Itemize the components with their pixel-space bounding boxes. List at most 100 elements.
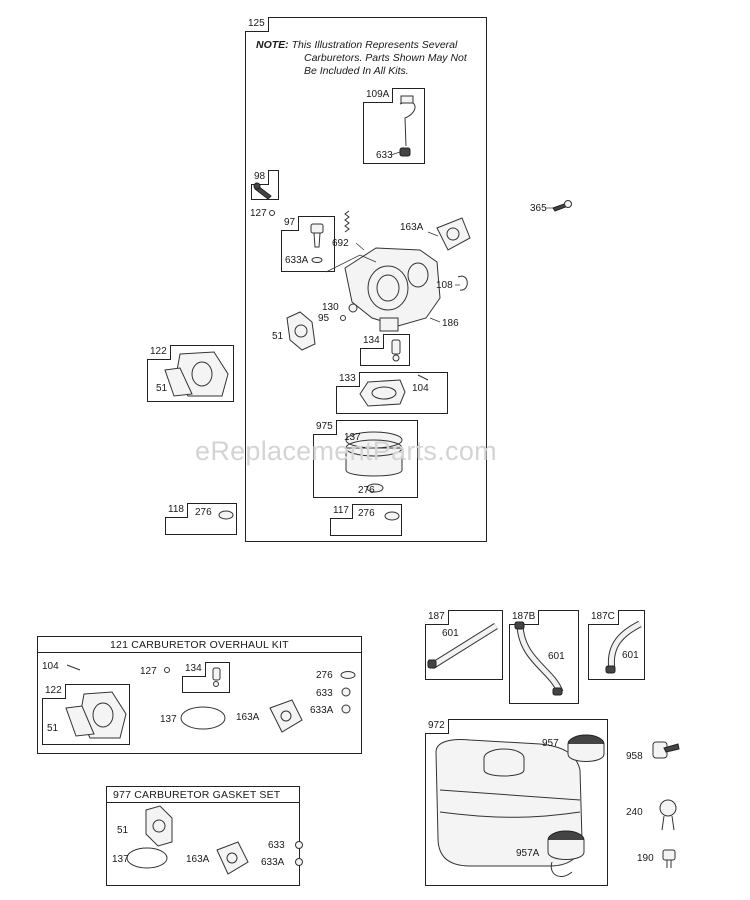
bolt-190-icon [662, 849, 676, 868]
frame-187 [425, 610, 503, 680]
callout-95: 95 [318, 313, 330, 324]
kit-callout-633: 633 [316, 688, 333, 699]
gasket-633a-kit-icon [341, 704, 351, 714]
screw-98-icon [253, 182, 272, 200]
fitting-134-kit-icon [212, 667, 221, 687]
note-line-1: This Illustration Represents Several [291, 39, 458, 51]
set-callout-633a: 633A [261, 857, 285, 868]
frame-gasket-set [106, 786, 300, 886]
box-label-187c: 187C [588, 610, 619, 625]
box-label-117: 117 [330, 504, 353, 519]
washer-276-118-icon [218, 510, 234, 520]
kit-callout-104: 104 [42, 661, 59, 672]
kit-callout-163a: 163A [236, 712, 260, 723]
box-label-122: 122 [147, 345, 171, 360]
hose-callout-601-187c: 601 [622, 650, 639, 661]
washer-127-icon [269, 210, 275, 216]
gasket-51-set-icon [145, 805, 173, 847]
callout-163a: 163A [400, 222, 424, 233]
gasket-633-kit-icon [341, 687, 351, 697]
kit-callout-633a: 633A [310, 705, 334, 716]
box-label-122-kit: 122 [42, 684, 66, 699]
frame-97 [281, 216, 335, 272]
frame-134 [360, 334, 410, 366]
box-label-97: 97 [281, 216, 300, 231]
washer-276-kit-icon [340, 671, 356, 679]
callout-127: 127 [250, 208, 267, 219]
hose-callout-601-187b: 601 [548, 651, 565, 662]
note-prefix: NOTE: [256, 39, 289, 51]
needle-97-icon [310, 223, 324, 263]
illustration-note: NOTE: This Illustration Represents Sever… [256, 39, 484, 78]
callout-633a: 633A [285, 255, 309, 266]
set-callout-163a: 163A [186, 854, 210, 865]
box-label-134-kit: 134 [182, 662, 206, 677]
set-callout-137: 137 [112, 854, 129, 865]
frame-118 [165, 503, 237, 535]
set-callout-633: 633 [268, 840, 285, 851]
fuel-hose-187c-icon [605, 620, 642, 674]
adapter-122-kit-icon [65, 691, 127, 739]
frame-972 [425, 719, 608, 886]
carburetor-body-icon [325, 247, 441, 332]
frame-187b [509, 610, 579, 704]
frame-overhaul-kit [37, 636, 362, 754]
frame-122 [147, 345, 234, 402]
float-133-icon [359, 374, 429, 407]
tank-callout-958: 958 [626, 751, 643, 762]
kit-callout-137: 137 [160, 714, 177, 725]
overhaul-kit-title-bar [37, 636, 362, 653]
o-ring-137-set-icon [126, 847, 168, 869]
callout-104: 104 [412, 383, 429, 394]
note-line-3: Be Included In All Kits. [304, 65, 409, 77]
set-callout-51: 51 [117, 825, 129, 836]
callout-130: 130 [322, 302, 339, 313]
callout-108: 108 [436, 280, 453, 291]
frame-125 [245, 17, 487, 542]
frame-975 [313, 420, 418, 498]
box-label-187: 187 [425, 610, 449, 625]
callout-633-top: 633 [376, 150, 393, 161]
kit-callout-51: 51 [47, 723, 59, 734]
gasket-set-title-bar [106, 786, 300, 803]
gasket-163a-set-icon [216, 841, 249, 875]
fuel-cap-957-icon [567, 734, 605, 762]
gasket-51-icon [286, 311, 316, 351]
tank-callout-190: 190 [637, 853, 654, 864]
washer-95-icon [340, 315, 346, 321]
callout-51-main: 51 [272, 331, 284, 342]
box-label-972: 972 [425, 719, 449, 734]
frame-109a [363, 88, 425, 164]
gasket-163a-icon [436, 217, 471, 251]
fitting-134-icon [391, 339, 401, 362]
washer-276-117-icon [384, 511, 400, 521]
frame-122-kit [42, 684, 130, 745]
choke-link-109a-icon [399, 95, 416, 157]
washer-127-kit-icon [164, 667, 170, 673]
note-line-2: Carburetors. Parts Shown May Not [304, 52, 467, 64]
spring-692-icon [344, 210, 350, 233]
box-label-133: 133 [336, 372, 360, 387]
screw-365-icon [552, 200, 572, 212]
clip-108-icon [457, 275, 468, 291]
spring-104-kit-icon [66, 664, 81, 671]
fuel-valve-958-icon [652, 741, 680, 759]
gasket-163a-kit-icon [269, 699, 303, 733]
o-ring-137-kit-icon [180, 706, 226, 730]
callout-51-122: 51 [156, 383, 168, 394]
kit-callout-127: 127 [140, 666, 157, 677]
frame-134-kit [182, 662, 230, 693]
gasket-set-title: 977 CARBURETOR GASKET SET [113, 789, 281, 801]
fitting-130-icon [348, 303, 358, 313]
tank-callout-957: 957 [542, 738, 559, 749]
hose-callout-601-187: 601 [442, 628, 459, 639]
frame-117 [330, 504, 402, 536]
box-label-109a: 109A [363, 88, 394, 103]
box-label-125: 125 [245, 17, 269, 32]
fuel-hose-187-icon [427, 623, 498, 669]
kit-callout-276: 276 [316, 670, 333, 681]
gasket-633a-set-icon [295, 858, 303, 866]
tank-callout-957a: 957A [516, 848, 540, 859]
box-label-975: 975 [313, 420, 337, 435]
callout-692: 692 [332, 238, 349, 249]
